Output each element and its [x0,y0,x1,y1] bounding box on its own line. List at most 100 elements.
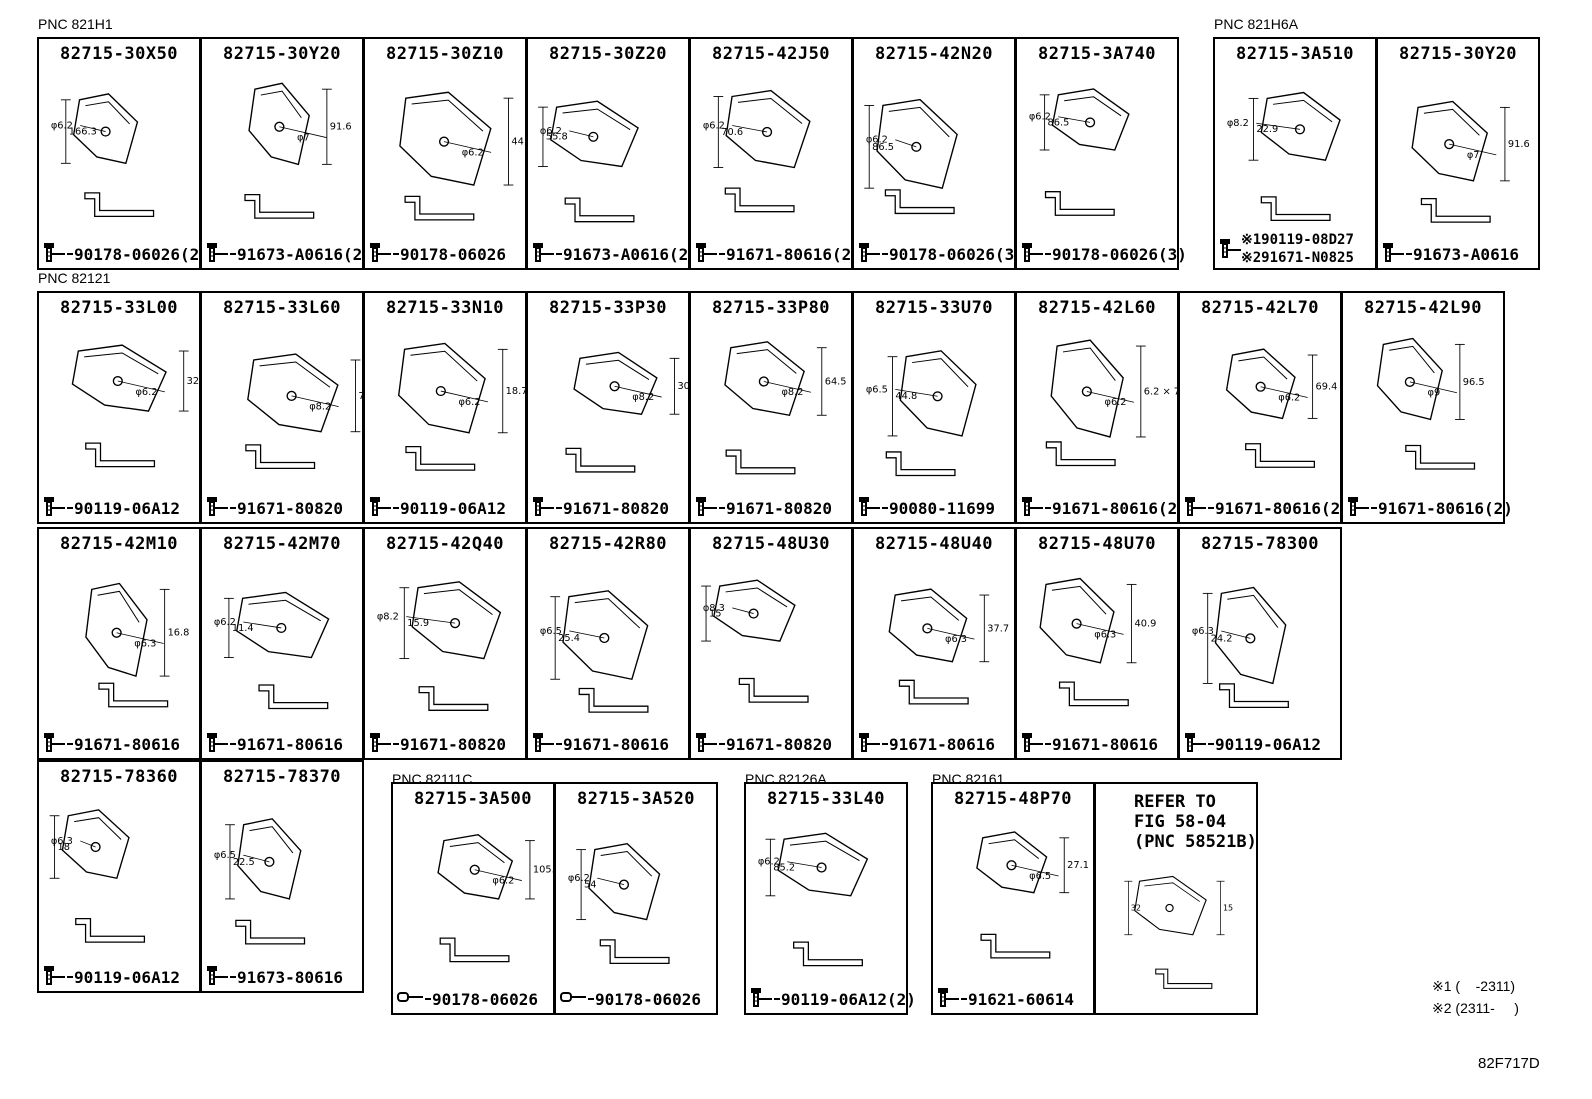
fastener-row: 91671-80616 [206,732,343,756]
part-cell[interactable]: 82715-33P3030.6φ8.291671-80820 [526,291,699,524]
leader-line [895,139,917,148]
fastener-part-number: 91671-80616 [889,734,995,754]
leader-line [732,607,754,614]
fastener-part-number: 91673-80616 [237,967,343,987]
part-number: 82715-30Y20 [222,44,342,64]
dimension-label: 25.4 [558,633,580,644]
dimension-label: 44.8 [511,137,533,148]
part-number: 82715-33N10 [385,298,505,318]
fastener-part-number: 91671-80616(2) [1378,498,1513,518]
bracket-side-view [245,444,316,470]
fastener-row: 91673-A0616(2) [532,242,698,266]
part-number: 82715-42R80 [548,534,668,554]
part-number: 82715-33P30 [548,298,668,318]
bolt-icon [695,496,717,520]
fastener-row: 91671-80820 [532,496,669,520]
mounting-hole [609,381,620,392]
part-number: 82715-78360 [59,767,179,787]
bolt-icon [1184,496,1206,520]
fastener-leader [230,743,236,745]
bolt-icon [1382,242,1404,266]
bolt-icon [43,965,65,989]
leader-line [80,125,106,132]
fastener-row: 90178-06026(2) [43,242,209,266]
part-number: 82715-42M10 [59,534,179,554]
bracket-flange [585,359,650,380]
part-number: 82715-78370 [222,767,342,787]
dimension-label: 91.6 [1508,139,1530,150]
hole-diameter-label: φ6.3 [51,836,73,847]
bolt-icon [369,496,391,520]
mounting-hole [932,391,943,402]
fastener-part-number: ※291671-N0825 [1241,250,1354,266]
fastener-leader [588,998,594,1000]
bracket-side-view [578,687,649,713]
fastener-row: 90119-06A12 [43,965,180,989]
bolt-icon [43,732,65,756]
bracket-side-view [1245,443,1316,468]
bracket-flange [97,590,140,623]
dimension-label: 15.9 [407,618,429,629]
bolt-icon [532,242,554,266]
bracket-side-view [404,195,475,221]
part-cell[interactable]: 82715-33L6077.3φ8.291671-80820 [200,291,380,524]
hole-diameter-label: φ6.2 [540,126,562,137]
dimension-label: 32 [1131,903,1141,912]
hole-diameter-label: φ6.2 [135,387,157,398]
bracket-outline [1051,88,1130,151]
fastener-row: 90178-06026 [369,242,506,266]
mounting-hole [438,136,450,147]
dimension-label: 105.8 [533,865,561,876]
bracket-side-view [1058,681,1129,707]
fastener-part-number: 91673-A0616(2) [563,244,698,264]
bolt-icon [369,732,391,756]
mounting-hole [100,126,111,137]
dimension-label: 55.8 [546,132,568,143]
bracket-flange [736,349,797,374]
bracket-outline [1050,339,1124,438]
bracket-flange [600,851,653,877]
leader-line [895,389,938,397]
mounting-hole [1165,903,1174,913]
footnote-1: ※1 ( -2311) [1432,978,1516,994]
fastener-leader [556,253,562,255]
fastener-leader [882,253,888,255]
fastener-part-number: 91671-80820 [563,498,669,518]
